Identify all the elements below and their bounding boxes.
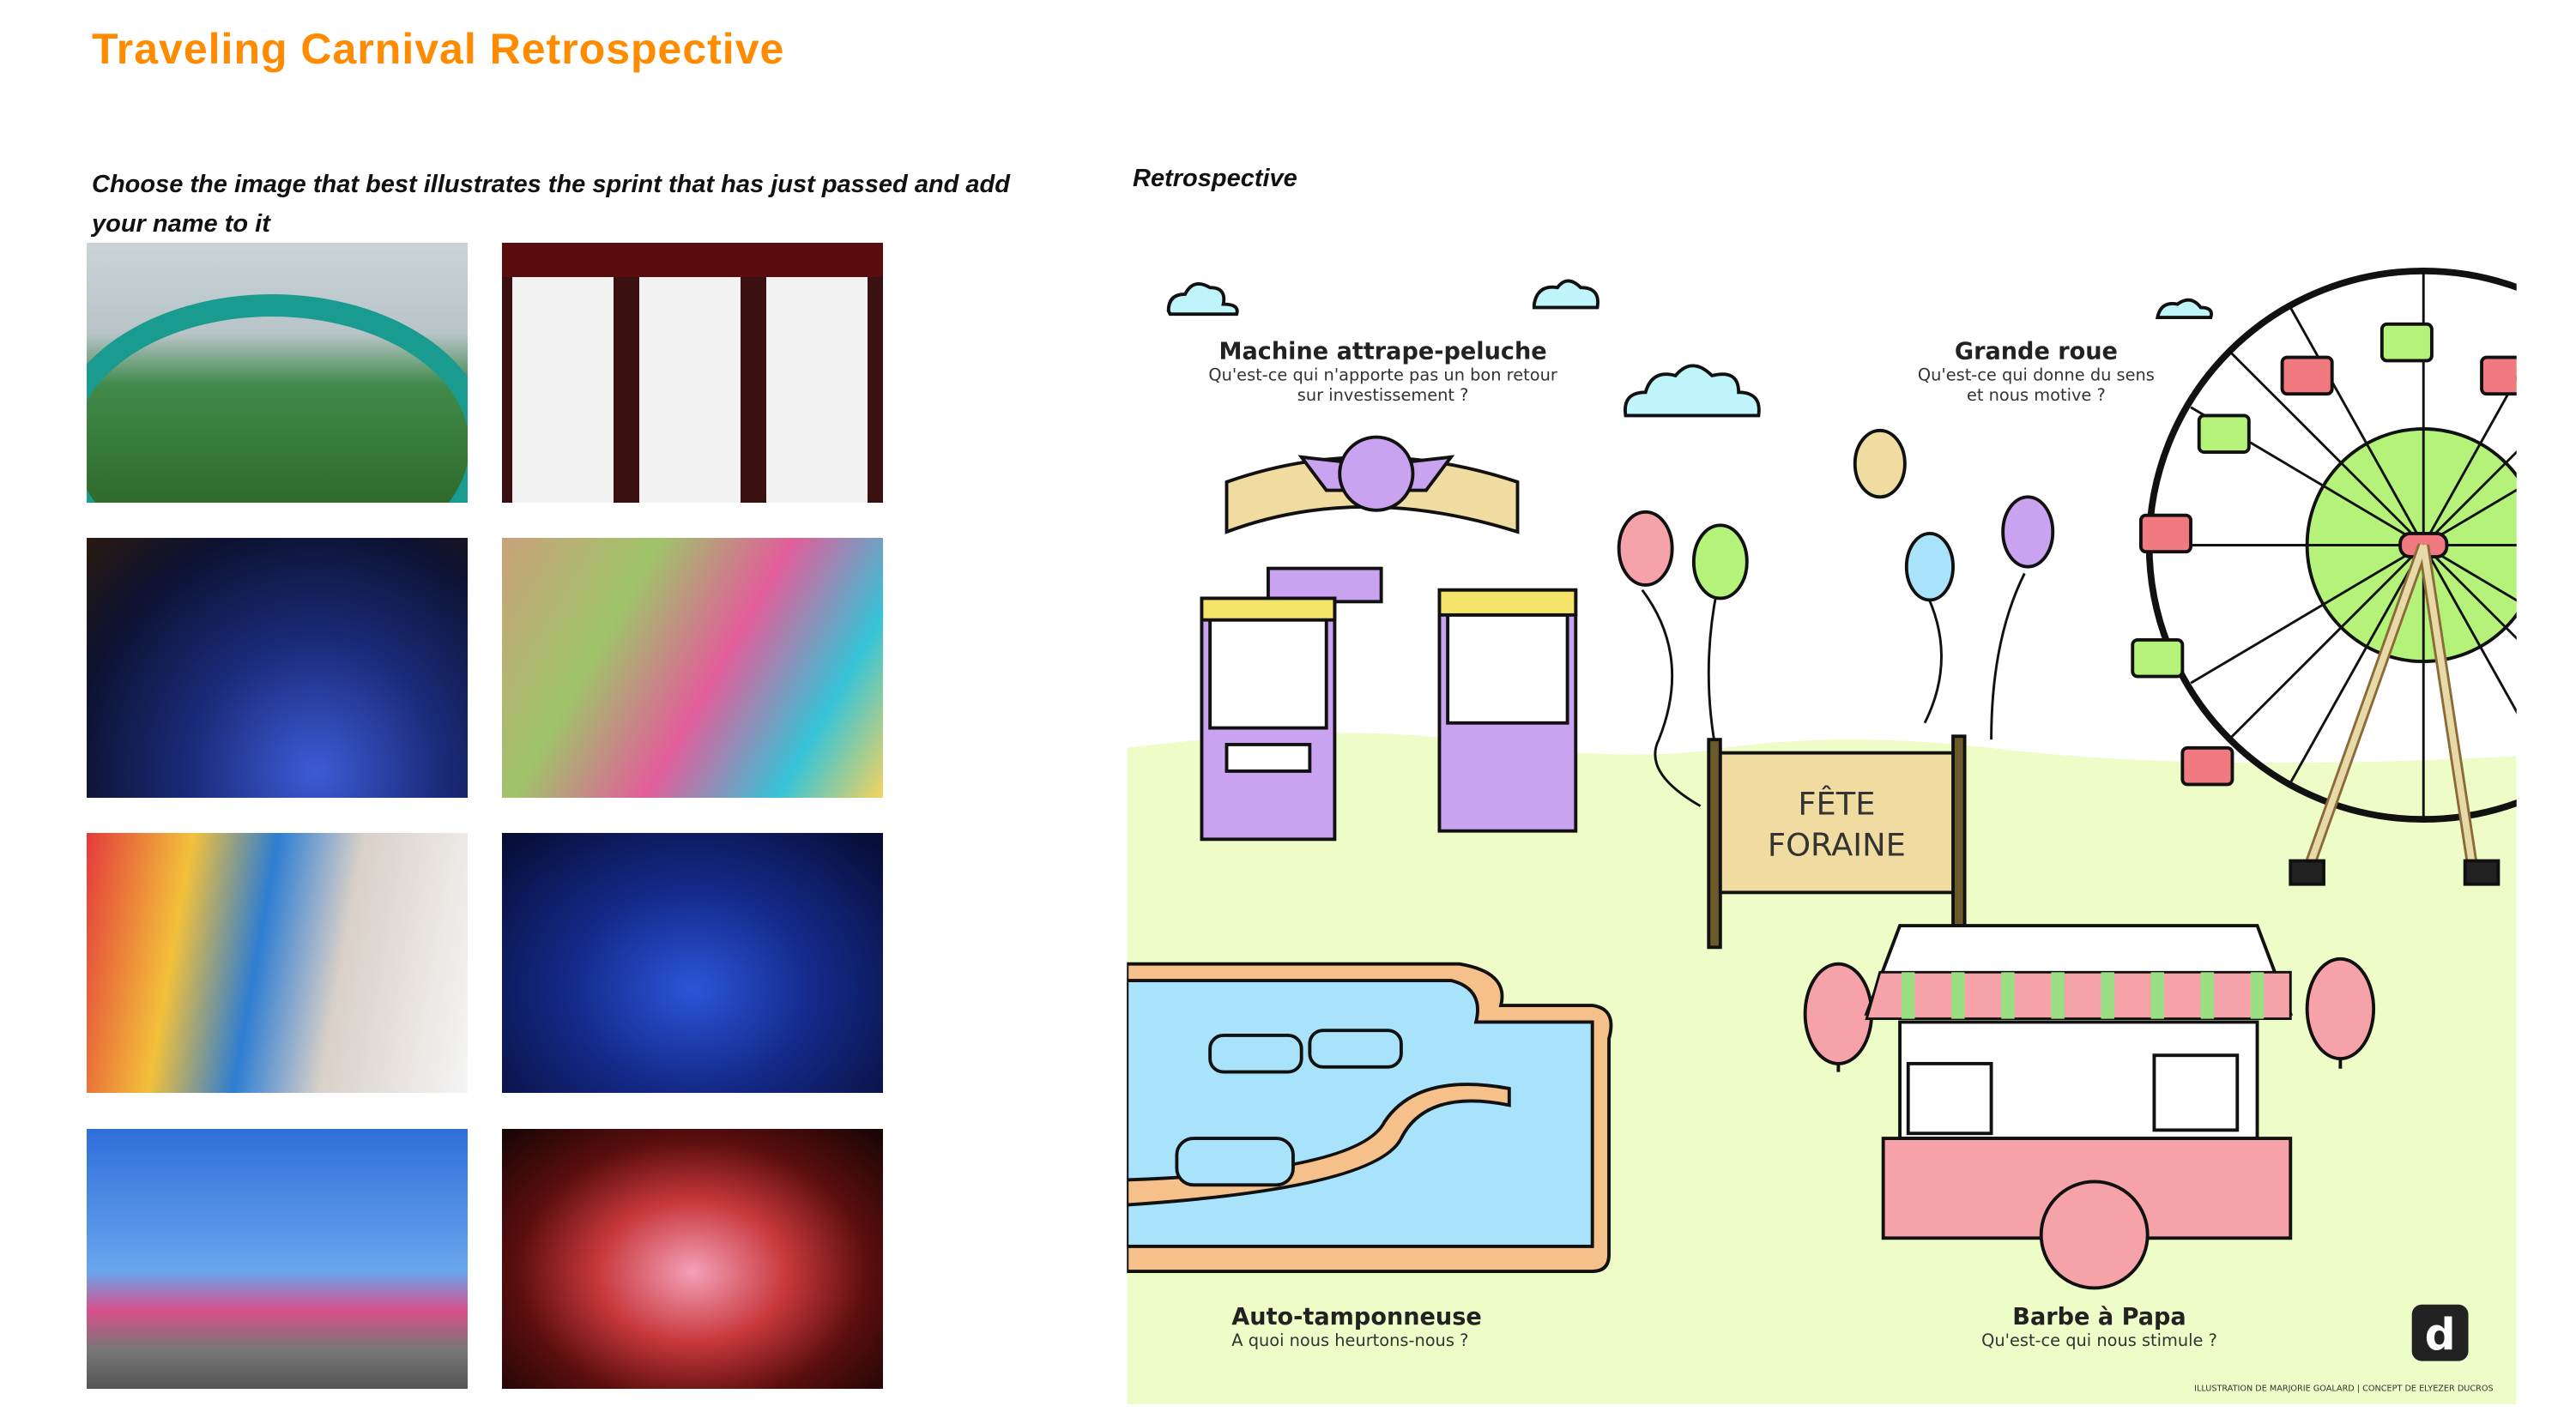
instruction-text: Choose the image that best illustrates t…	[92, 171, 1010, 238]
bumper-car-arena	[1127, 962, 1613, 1273]
illustration-credit: ILLUSTRATION DE MARJORIE GOALARD | CONCE…	[2194, 1385, 2493, 1394]
photo-carousel[interactable]	[502, 1129, 883, 1389]
logo	[2411, 1304, 2469, 1361]
retrospective-label: Retrospective	[1133, 165, 1297, 192]
trees	[1803, 956, 2376, 1072]
photo-haunted-ride[interactable]	[502, 833, 883, 1093]
section-question-ferris-wheel-2: et nous motive ?	[1967, 385, 2106, 405]
section-question-claw-machine-2: sur investissement ?	[1297, 385, 1469, 405]
sign-text-line-1: FÊTE	[1798, 784, 1875, 822]
section-question-claw-machine: Qu'est-ce qui n'apporte pas un bon retou…	[1208, 365, 1557, 385]
section-question-cotton-candy: Qu'est-ce qui nous stimule ?	[1981, 1330, 2217, 1350]
cotton-candy-cart	[1864, 924, 2294, 1290]
photo-shooting-gallery[interactable]	[87, 833, 468, 1093]
cloud-icon	[1166, 279, 2213, 418]
photo-roller-coaster[interactable]	[87, 243, 468, 503]
ferris-wheel	[2131, 268, 2517, 886]
sign-text-line-2: FORAINE	[1768, 827, 1906, 864]
claw-machines	[1200, 435, 1578, 842]
section-title-cotton-candy: Barbe à Papa	[2012, 1304, 2186, 1330]
section-question-bumper-cars: A quoi nous heurtons-nous ?	[1231, 1330, 1468, 1350]
photo-air-hockey[interactable]	[87, 538, 468, 798]
section-title-ferris-wheel: Grande roue	[1955, 339, 2118, 365]
photo-duck-fishing[interactable]	[502, 538, 883, 798]
page-title: Traveling Carnival Retrospective	[92, 25, 785, 73]
logo-letter: d	[2425, 1309, 2456, 1360]
fete-foraine-sign	[1707, 734, 1967, 950]
section-question-ferris-wheel: Qu'est-ce qui donne du sens	[1918, 365, 2155, 385]
balloons	[1617, 428, 2055, 807]
section-title-claw-machine: Machine attrape-peluche	[1219, 339, 1547, 365]
retrospective-board[interactable]: d Machine attrape-peluche Qu'est-ce qui …	[1127, 241, 2517, 1404]
section-title-bumper-cars: Auto-tamponneuse	[1231, 1304, 1481, 1330]
photo-slot-machine[interactable]	[502, 243, 883, 503]
photo-bungee-trampoline[interactable]	[87, 1129, 468, 1389]
